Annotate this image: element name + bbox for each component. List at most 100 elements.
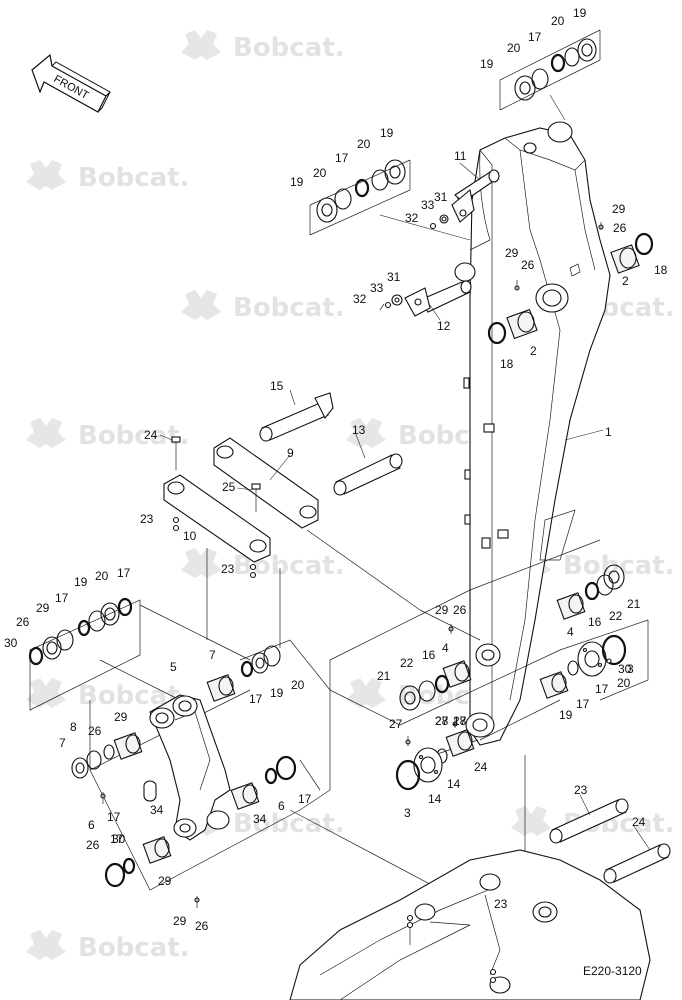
callout: 20 bbox=[357, 137, 371, 151]
boom-pin-ring-set-left bbox=[309, 159, 471, 241]
callout: 20 bbox=[507, 41, 521, 55]
callout: 2 bbox=[622, 274, 629, 288]
callout: 17 bbox=[110, 832, 124, 846]
figure-reference: E220-3120 bbox=[583, 964, 642, 978]
boom-assembly bbox=[454, 121, 611, 746]
callout: 29 bbox=[505, 246, 519, 260]
callout: 29 bbox=[435, 603, 449, 617]
callout: 21 bbox=[627, 597, 641, 611]
callout: 30 bbox=[112, 832, 126, 846]
callout: 33 bbox=[370, 281, 384, 295]
watermark-group: Bobcat. Bobcat. Bobcat. Bobcat. Bobcat. … bbox=[26, 30, 675, 963]
watermark-text: Bobcat. bbox=[233, 809, 345, 839]
callout: 20 bbox=[617, 676, 631, 690]
callout: 22 bbox=[609, 609, 623, 623]
callout: 32 bbox=[353, 292, 367, 306]
bobcat-logo-icon: Bobcat. bbox=[26, 678, 190, 711]
callout: 11 bbox=[454, 149, 467, 163]
callout: 29 bbox=[173, 914, 187, 928]
callout: 20 bbox=[95, 569, 109, 583]
callout: 24 bbox=[144, 428, 158, 442]
callout: 17 bbox=[117, 566, 131, 580]
callout: 29 bbox=[36, 601, 50, 615]
bobcat-logo-icon: Bobcat. bbox=[26, 418, 190, 451]
pin-13 bbox=[333, 453, 403, 496]
callout: 23 bbox=[574, 783, 588, 797]
callout: 31 bbox=[387, 270, 401, 284]
callout: 25 bbox=[222, 480, 236, 494]
pin-14-lower bbox=[603, 843, 671, 884]
callout: 14 bbox=[447, 777, 461, 791]
callout: 8 bbox=[70, 720, 77, 734]
bobcat-logo-icon: Bobcat. bbox=[26, 160, 190, 193]
callout: 20 bbox=[551, 14, 565, 28]
callout: 26 bbox=[521, 258, 535, 272]
callout: 19 bbox=[480, 57, 494, 71]
front-direction-arrow: FRONT bbox=[31, 53, 111, 113]
callout: 2 bbox=[530, 344, 537, 358]
callout: 34 bbox=[150, 803, 164, 817]
callout: 24 bbox=[474, 760, 488, 774]
callout: 17 bbox=[249, 692, 263, 706]
callout: 17 bbox=[55, 591, 69, 605]
callout-labels: 19 20 17 20 19 19 20 17 20 19 11 33 31 3… bbox=[4, 6, 668, 933]
callout: 19 bbox=[380, 126, 394, 140]
callout: 23 bbox=[140, 512, 154, 526]
callout: 19 bbox=[290, 175, 304, 189]
callout-leader-lines bbox=[159, 162, 651, 851]
arm-pin-ring-set-left bbox=[399, 660, 472, 711]
callout: 23 bbox=[494, 897, 508, 911]
callout: 34 bbox=[253, 812, 267, 826]
callout: 17 bbox=[595, 682, 609, 696]
watermark-text: Bobcat. bbox=[233, 293, 345, 323]
bushing-7-upper bbox=[206, 674, 236, 702]
watermark-text: Bobcat. bbox=[233, 33, 345, 63]
callout: 26 bbox=[453, 603, 467, 617]
arm-link-rings bbox=[71, 645, 297, 908]
callout: 15 bbox=[270, 379, 284, 393]
bushing-3-left bbox=[395, 718, 475, 791]
bushing-6-right bbox=[230, 782, 260, 810]
callout: 26 bbox=[88, 724, 102, 738]
bobcat-logo-icon: Bobcat. bbox=[26, 930, 190, 963]
callout: 26 bbox=[86, 838, 100, 852]
callout: 6 bbox=[88, 818, 95, 832]
callout: 31 bbox=[434, 190, 448, 204]
callout: 17 bbox=[528, 30, 542, 44]
callout: 22 bbox=[400, 656, 414, 670]
callout: 18 bbox=[500, 357, 514, 371]
callout: 10 bbox=[183, 529, 197, 543]
callout: 17 bbox=[453, 714, 467, 728]
callout: 29 bbox=[158, 874, 172, 888]
callout: 7 bbox=[59, 736, 66, 750]
bushing-upper-right bbox=[598, 222, 654, 274]
watermark-text: Bobcat. bbox=[78, 421, 190, 451]
callout: 20 bbox=[291, 678, 305, 692]
callout: 21 bbox=[377, 669, 391, 683]
callout: 20 bbox=[313, 166, 327, 180]
callout: 17 bbox=[335, 151, 349, 165]
callout: 19 bbox=[270, 686, 284, 700]
bobcat-logo-icon: Bobcat. bbox=[181, 30, 345, 63]
watermark-text: Bobcat. bbox=[78, 163, 190, 193]
link-10 bbox=[163, 474, 271, 563]
callout: 28 bbox=[453, 714, 467, 728]
callout: 19 bbox=[559, 708, 573, 722]
arm-tip-assembly bbox=[289, 849, 651, 1000]
boom-cylinder-pin-upper bbox=[429, 169, 500, 230]
upper-pin-ring-set bbox=[499, 29, 601, 121]
callout: 17 bbox=[298, 792, 312, 806]
callout: 4 bbox=[567, 625, 574, 639]
callout: 7 bbox=[209, 648, 216, 662]
callout: 26 bbox=[613, 221, 627, 235]
callout: 3 bbox=[404, 806, 411, 820]
plug-8 bbox=[143, 780, 157, 802]
callout: 17 bbox=[576, 697, 590, 711]
callout: 6 bbox=[278, 799, 285, 813]
callout: 26 bbox=[195, 919, 209, 933]
callout: 30 bbox=[618, 662, 632, 676]
callout: 4 bbox=[442, 641, 449, 655]
link-9 bbox=[213, 437, 319, 529]
callout: 26 bbox=[16, 615, 30, 629]
